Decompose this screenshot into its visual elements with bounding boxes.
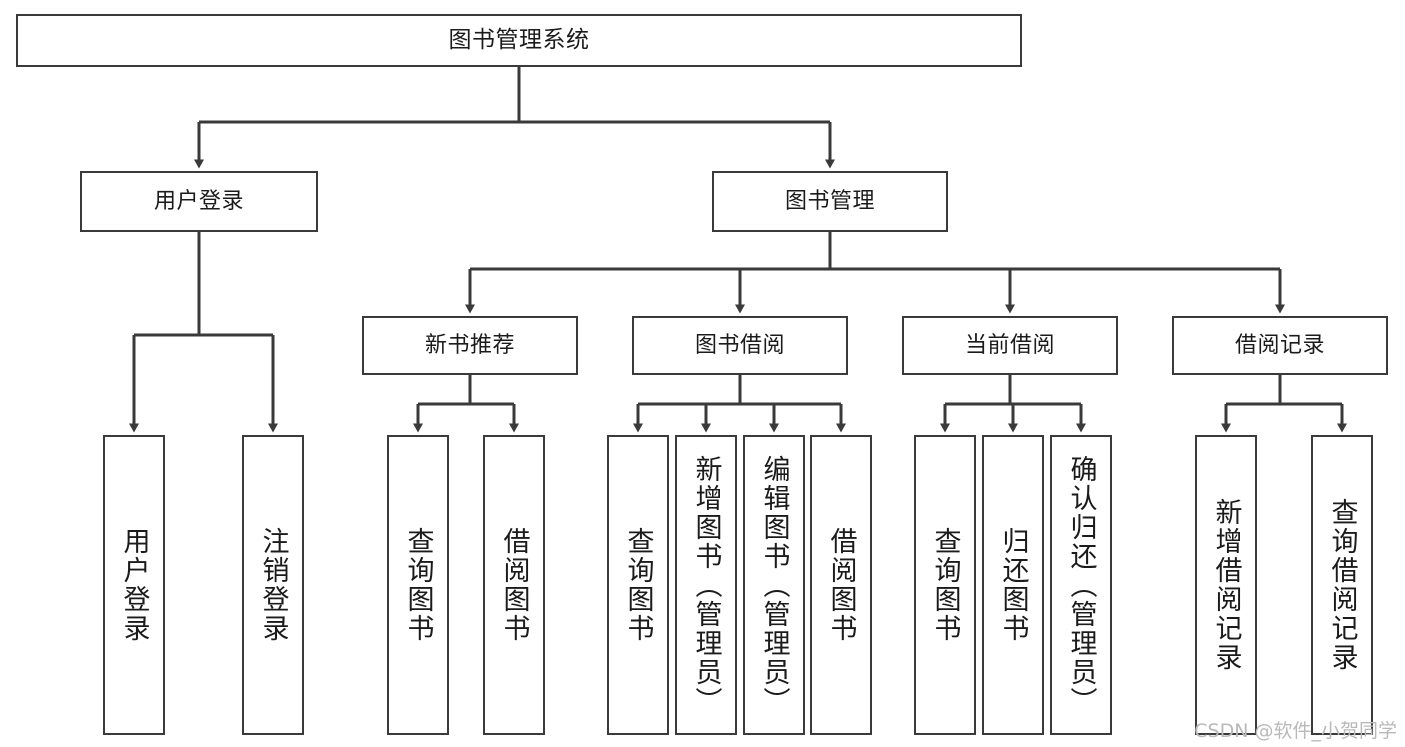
- node-leaf-query-book-recommend-label: 查询图书: [402, 527, 434, 643]
- node-leaf-borrow-book[interactable]: 借阅图书: [810, 435, 872, 735]
- node-leaf-logout-label: 注销登录: [257, 527, 289, 643]
- node-book-manage[interactable]: 图书管理: [712, 171, 948, 232]
- node-leaf-add-borrow-record-label: 新增借阅记录: [1210, 498, 1242, 672]
- node-leaf-query-borrow-record[interactable]: 查询借阅记录: [1311, 435, 1373, 735]
- node-book-borrow-label: 图书借阅: [694, 332, 785, 358]
- node-leaf-query-borrow-record-label: 查询借阅记录: [1326, 498, 1358, 672]
- node-user-login[interactable]: 用户登录: [80, 171, 318, 232]
- node-user-login-label: 用户登录: [153, 188, 244, 214]
- node-leaf-borrow-book-recommend[interactable]: 借阅图书: [483, 435, 545, 735]
- node-leaf-return-book-label: 归还图书: [997, 527, 1029, 643]
- node-leaf-user-login-label: 用户登录: [118, 527, 150, 643]
- node-current-borrow-label: 当前借阅: [964, 332, 1055, 358]
- node-current-borrow[interactable]: 当前借阅: [902, 316, 1118, 375]
- node-leaf-edit-book-admin-label: 编辑图书（管理员）: [758, 454, 790, 716]
- node-leaf-logout[interactable]: 注销登录: [242, 435, 304, 735]
- node-leaf-add-borrow-record[interactable]: 新增借阅记录: [1195, 435, 1257, 735]
- node-book-manage-label: 图书管理: [784, 188, 875, 214]
- node-leaf-edit-book-admin[interactable]: 编辑图书（管理员）: [743, 435, 805, 735]
- node-leaf-add-book-admin-label: 新增图书（管理员）: [690, 454, 722, 716]
- node-leaf-user-login[interactable]: 用户登录: [103, 435, 165, 735]
- csdn-watermark: CSDN @软件_小贺同学: [1194, 720, 1397, 742]
- node-leaf-borrow-book-label: 借阅图书: [825, 527, 857, 643]
- node-new-book-recommend[interactable]: 新书推荐: [362, 316, 578, 375]
- node-leaf-confirm-return-admin-label: 确认归还（管理员）: [1065, 454, 1097, 716]
- node-borrow-record[interactable]: 借阅记录: [1172, 316, 1388, 375]
- node-leaf-query-book-borrow-label: 查询图书: [622, 527, 654, 643]
- node-new-book-recommend-label: 新书推荐: [424, 332, 515, 358]
- node-root[interactable]: 图书管理系统: [16, 14, 1022, 67]
- node-leaf-query-book-borrow[interactable]: 查询图书: [607, 435, 669, 735]
- node-leaf-query-book-current-label: 查询图书: [929, 527, 961, 643]
- node-leaf-query-book-current[interactable]: 查询图书: [914, 435, 976, 735]
- node-leaf-add-book-admin[interactable]: 新增图书（管理员）: [675, 435, 737, 735]
- node-leaf-return-book[interactable]: 归还图书: [982, 435, 1044, 735]
- node-borrow-record-label: 借阅记录: [1234, 332, 1325, 358]
- node-root-label: 图书管理系统: [448, 26, 590, 53]
- node-leaf-borrow-book-recommend-label: 借阅图书: [498, 527, 530, 643]
- node-leaf-query-book-recommend[interactable]: 查询图书: [387, 435, 449, 735]
- node-leaf-confirm-return-admin[interactable]: 确认归还（管理员）: [1050, 435, 1112, 735]
- node-book-borrow[interactable]: 图书借阅: [632, 316, 848, 375]
